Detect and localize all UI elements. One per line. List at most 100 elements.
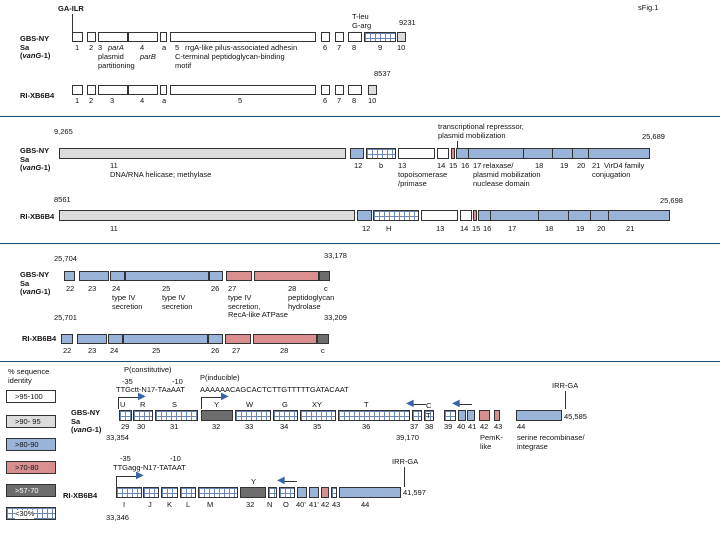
gene-14-bot (460, 210, 472, 221)
minus10-top: -10 (172, 377, 183, 386)
gene-num-6-bot: 6 (323, 96, 328, 105)
gene-num-26-top: 26 (211, 284, 220, 293)
gene-40 (458, 410, 466, 421)
legend-label-80-90: >80-90 (15, 440, 39, 449)
gene-8-bot (348, 85, 362, 95)
gene-num-26-bot: 26 (211, 346, 220, 355)
gene-9-top (364, 32, 396, 42)
promoter-const-arrow-icon: ▶ (138, 391, 146, 402)
sep-20-21-bot (608, 210, 609, 221)
gene-a-bot (160, 85, 167, 95)
coord-33209: 33,209 (324, 313, 347, 322)
seq-ri: TTGagg-N17-TATAAT (113, 463, 186, 472)
ga-ilr-pointer (72, 14, 73, 32)
legend-label-95-100: >95-100 (15, 392, 43, 401)
sep-18-19-bot (568, 210, 569, 221)
gene-num-2-top: 2 (89, 43, 94, 52)
figure-label: sFig.1 (638, 3, 659, 12)
gene-num-4-top: 4 (140, 43, 145, 52)
gene-15-top (451, 148, 455, 159)
desc-plasmid: plasmid (98, 52, 124, 61)
gene-num-25-bot: 25 (152, 346, 161, 355)
transcriptional-label: transcriptional represssor,plasmid mobil… (438, 122, 524, 140)
section-divider-1 (0, 116, 720, 117)
gene-num-7-bot: 7 (337, 96, 342, 105)
sep-20-21 (588, 148, 589, 159)
gene-28-bot (253, 334, 317, 344)
gene-I (116, 487, 142, 498)
gene-c-bot (317, 334, 329, 344)
gene-G-34 (273, 410, 298, 421)
gene-num-15-bot: 15 (472, 224, 481, 233)
gene-12-top (350, 148, 364, 159)
legend-label-57-70: >57-70 (15, 486, 39, 495)
promoter-const-line (118, 397, 140, 398)
num-42: 42 (480, 422, 489, 431)
transcriptional-pointer (457, 141, 458, 149)
desc-5-line2: C-terminal peptidoglycan-binding (175, 52, 285, 61)
gene-39 (444, 410, 456, 421)
gene-num-12-bot: 12 (362, 224, 371, 233)
promoter-induc-arrow-icon: ▶ (221, 391, 229, 402)
letter-U: U (120, 400, 126, 409)
gene-5-top (170, 32, 316, 42)
gene-1-bot (72, 85, 83, 95)
legend-swatch-70-80: >70-80 (6, 461, 56, 474)
gene-16-21-bot (478, 210, 670, 221)
gene-num-9-top: 9 (378, 43, 383, 52)
seq-inducible: AAAAAACAGCACTCTTGTTTTTGATACAAT (200, 385, 349, 394)
num-44-bot: 44 (361, 500, 370, 509)
gene-b-top (366, 148, 396, 159)
num-30: 30 (137, 422, 146, 431)
coord-8561: 8561 (54, 195, 71, 204)
letter-Y: Y (214, 400, 220, 409)
gene-15-bot (473, 210, 477, 221)
gene-U-29 (119, 410, 132, 421)
gene-num-2-bot: 2 (89, 96, 94, 105)
sep-16-17 (468, 148, 469, 159)
gene-c-top (319, 271, 330, 281)
desc-para: parA (108, 43, 124, 52)
gene-K (161, 487, 178, 498)
gene-num-18-bot: 18 (545, 224, 554, 233)
letter-N: N (267, 500, 273, 509)
gene-27-top (226, 271, 252, 281)
gene-num-5-bot: 5 (238, 96, 243, 105)
gene-num-17-bot: 17 (508, 224, 517, 233)
coord-25698: 25,698 (660, 196, 683, 205)
gene-num-7-top: 7 (337, 43, 342, 52)
legend-swatch-lt30: <30% (6, 507, 56, 520)
letter-C: C (426, 401, 432, 410)
gene-num-21-top: 21 (592, 161, 601, 170)
gene-22-bot (61, 334, 73, 344)
promoter-ri-stem (116, 476, 117, 487)
desc-13: topoisomerase/primase (398, 170, 448, 188)
letter-XY: XY (312, 400, 323, 409)
letter-Y-bot: Y (251, 477, 257, 486)
letter-J: J (148, 500, 152, 509)
gene-num-23-top: 23 (88, 284, 97, 293)
letter-T: T (364, 400, 369, 409)
num-41: 41 (468, 422, 477, 431)
gene-num-b-top: b (379, 161, 384, 170)
gene-43 (494, 410, 500, 421)
legend-label-90-95: >90- 95 (15, 417, 41, 426)
gene-num-27-top: 27 (228, 284, 237, 293)
gene-num-10-top: 10 (397, 43, 406, 52)
p-constitutive-label: P(constitutive) (124, 365, 172, 374)
gene-23-top (79, 271, 109, 281)
coord-39170: 39,170 (396, 433, 419, 442)
num-33: 33 (245, 422, 254, 431)
letter-K: K (167, 500, 173, 509)
gene-1-top (72, 32, 83, 42)
letter-S: S (172, 400, 178, 409)
gene-41p (309, 487, 319, 498)
gene-num-13-top: 13 (398, 161, 407, 170)
gene-num-4-bot: 4 (140, 96, 145, 105)
